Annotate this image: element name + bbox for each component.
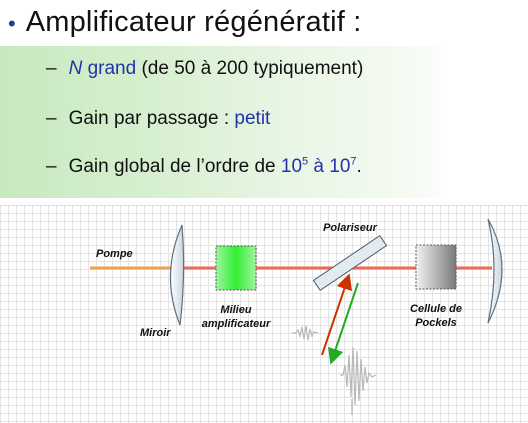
bullet-global-gain: –Gain global de l’ordre de 105 à 107. <box>46 156 362 178</box>
bullet-panel <box>0 46 420 198</box>
slide-title: Amplificateur régénératif : <box>25 5 362 38</box>
gain-min-base: 10 <box>280 156 303 177</box>
left-mirror <box>169 224 185 326</box>
gain-max-value: 107 <box>329 156 356 177</box>
gain-min-value: 105 <box>281 156 308 177</box>
pockels-label-line2: Pockels <box>415 317 457 329</box>
bullet-dash: – <box>46 156 57 177</box>
n-range-text: (de 50 à 200 typiquement) <box>136 58 364 79</box>
global-gain-end: . <box>356 156 362 177</box>
global-gain-text: Gain global de l’ordre de <box>68 156 281 177</box>
right-mirror <box>487 218 503 324</box>
seed-pulse-waveform <box>292 325 319 341</box>
gain-min-exponent: 5 <box>302 155 309 168</box>
pump-label: Pompe <box>96 248 133 260</box>
polarizer-plate <box>312 234 388 292</box>
pockels-cell <box>415 244 457 290</box>
bullet-dash: – <box>46 58 57 79</box>
mirror-label: Miroir <box>140 327 171 339</box>
gain-medium <box>215 245 257 291</box>
gain-medium-label-line1: Milieu <box>220 304 251 316</box>
amplified-pulse-waveform <box>340 346 377 406</box>
bullet-gain-per-pass: –Gain par passage : petit <box>46 108 270 130</box>
gain-per-pass-value: petit <box>234 108 271 129</box>
regenerative-amplifier-diagram: Pompe Miroir Milieu amplificateur Polari… <box>90 218 503 415</box>
title-row: • Amplificateur régénératif : <box>8 0 362 44</box>
gain-range-word: à <box>308 156 330 177</box>
gain-per-pass-text: Gain par passage : <box>68 108 235 129</box>
title-bullet: • <box>8 11 16 36</box>
bullet-panel-fade <box>420 46 450 198</box>
output-arrow <box>327 282 359 365</box>
n-symbol: N <box>68 58 83 79</box>
gain-max-exponent: 7 <box>350 155 357 168</box>
gain-max-base: 10 <box>329 156 351 177</box>
polarizer-label: Polariseur <box>323 222 378 234</box>
n-grand-text: grand <box>82 58 137 79</box>
pockels-label-line1: Cellule de <box>410 303 462 315</box>
diagram-grid-background <box>0 205 528 423</box>
bullet-n-grand: –N grand (de 50 à 200 typiquement) <box>46 58 363 80</box>
input-arrow <box>321 273 353 356</box>
bullet-dash: – <box>46 108 57 129</box>
gain-medium-label-line2: amplificateur <box>202 318 271 330</box>
